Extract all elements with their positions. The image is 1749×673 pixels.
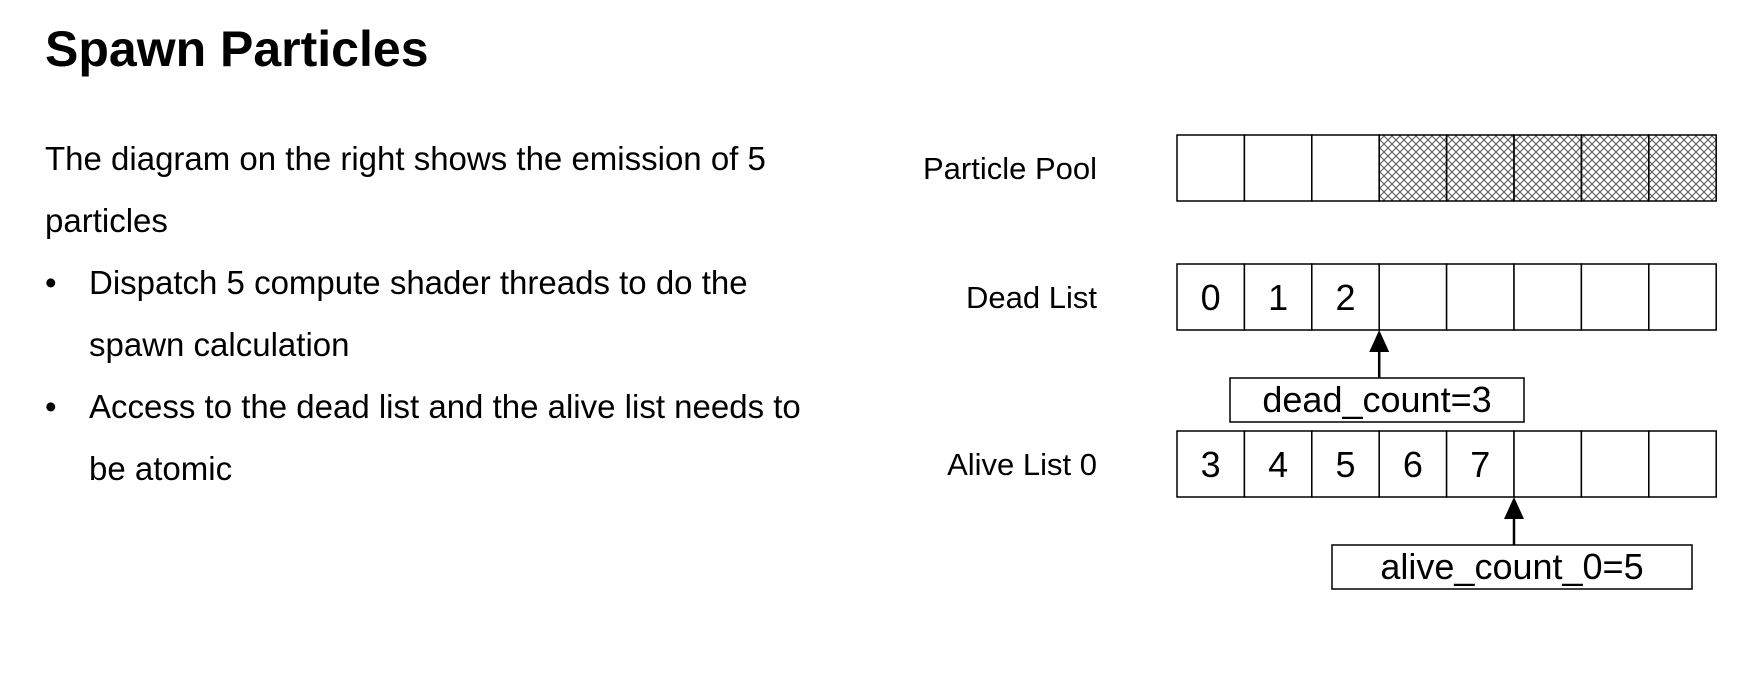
cell-dead-list-3 <box>1378 263 1448 331</box>
cell-dead-list-5 <box>1513 263 1583 331</box>
cell-alive-list-0-1: 4 <box>1243 430 1313 498</box>
cell-particle-pool-6 <box>1580 134 1650 202</box>
occupied-slot <box>1580 134 1650 202</box>
cell-particle-pool-3 <box>1378 134 1448 202</box>
slot <box>1513 263 1583 331</box>
cell-alive-list-0-3: 6 <box>1378 430 1448 498</box>
bullet-dot-icon: • <box>45 264 57 301</box>
cell-particle-pool-2 <box>1311 134 1380 202</box>
bullet-list: • Dispatch 5 compute shader threads to d… <box>45 252 805 500</box>
cell-alive-list-0-5 <box>1513 430 1583 498</box>
cell-particle-pool-1 <box>1243 134 1313 202</box>
row-label-alive-list-0: Alive List 0 <box>947 447 1097 482</box>
row-label-particle-pool: Particle Pool <box>923 151 1097 186</box>
counter-alive-count-0: alive_count_0=5 <box>1331 497 1693 590</box>
cell-value: 3 <box>1201 444 1221 485</box>
cell-particle-pool-4 <box>1445 134 1515 202</box>
cell-particle-pool-5 <box>1513 134 1583 202</box>
bullet-dot-icon: • <box>45 388 57 425</box>
occupied-slot <box>1648 134 1717 202</box>
cell-dead-list-0: 0 <box>1176 263 1246 331</box>
slot <box>1378 263 1448 331</box>
cell-particle-pool-0 <box>1176 134 1246 202</box>
counter-label: alive_count_0=5 <box>1380 546 1643 587</box>
slot <box>1243 263 1313 331</box>
occupied-slot <box>1513 134 1583 202</box>
cell-alive-list-0-7 <box>1648 430 1717 498</box>
cell-dead-list-1: 1 <box>1243 263 1313 331</box>
bullet-item: • Access to the dead list and the alive … <box>45 376 805 500</box>
slot <box>1243 134 1313 202</box>
row-particle-pool: Particle Pool <box>923 134 1717 202</box>
arrow-head-icon <box>1504 497 1524 519</box>
counter-box <box>1331 544 1693 590</box>
bullet-text: Access to the dead list and the alive li… <box>89 388 801 487</box>
slot <box>1648 263 1717 331</box>
cell-value: 4 <box>1268 444 1288 485</box>
cell-dead-list-7 <box>1648 263 1717 331</box>
slot <box>1176 263 1246 331</box>
bullet-item: • Dispatch 5 compute shader threads to d… <box>45 252 805 376</box>
slot <box>1580 430 1650 498</box>
slot <box>1311 134 1380 202</box>
cell-value: 0 <box>1201 277 1221 318</box>
slot <box>1176 430 1246 498</box>
cell-dead-list-4 <box>1445 263 1515 331</box>
cell-value: 5 <box>1335 444 1355 485</box>
slot <box>1513 430 1583 498</box>
slot <box>1243 430 1313 498</box>
cell-value: 6 <box>1403 444 1423 485</box>
row-alive-list-0: Alive List 0 3 4 5 6 7 <box>947 430 1717 498</box>
occupied-slot <box>1445 134 1515 202</box>
slide-title: Spawn Particles <box>45 21 429 77</box>
row-label-dead-list: Dead List <box>966 280 1097 315</box>
cell-alive-list-0-6 <box>1580 430 1650 498</box>
row-dead-list: Dead List 0 1 2 <box>966 263 1717 331</box>
cell-value: 1 <box>1268 277 1288 318</box>
cell-value: 7 <box>1470 444 1490 485</box>
cell-dead-list-2: 2 <box>1311 263 1380 331</box>
intro-text: The diagram on the right shows the emiss… <box>45 140 766 239</box>
occupied-slot <box>1378 134 1448 202</box>
cell-particle-pool-7 <box>1648 134 1717 202</box>
slot <box>1445 263 1515 331</box>
slot <box>1311 263 1380 331</box>
counter-box <box>1229 377 1525 423</box>
cell-alive-list-0-0: 3 <box>1176 430 1246 498</box>
slot <box>1378 430 1448 498</box>
arrow-head-icon <box>1369 330 1390 352</box>
bullet-text: Dispatch 5 compute shader threads to do … <box>89 264 748 363</box>
slot <box>1580 263 1650 331</box>
cell-dead-list-6 <box>1580 263 1650 331</box>
slot <box>1176 134 1246 202</box>
slot <box>1445 430 1515 498</box>
cell-value: 2 <box>1335 277 1355 318</box>
counter-label: dead_count=3 <box>1262 379 1491 420</box>
cell-alive-list-0-4: 7 <box>1445 430 1515 498</box>
counter-dead-count: dead_count=3 <box>1229 330 1525 423</box>
slot <box>1648 430 1717 498</box>
cell-alive-list-0-2: 5 <box>1311 430 1380 498</box>
